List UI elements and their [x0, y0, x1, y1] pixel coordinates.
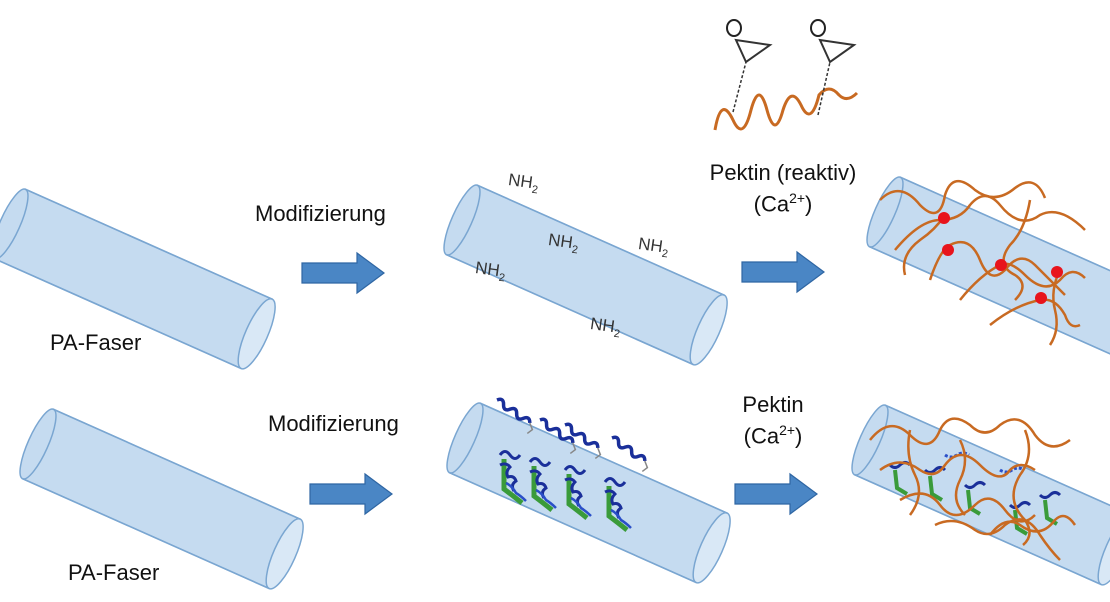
fiber-pectin-crosslinked-row1: [859, 172, 1110, 362]
amine-group-4: NH2: [474, 257, 506, 285]
fiber-plain-row2: [12, 404, 311, 594]
fiber-modified-peptide-row2: [439, 398, 738, 588]
arrow-row2-step1: [309, 473, 393, 515]
peptide-molecules-in-network: [888, 451, 1062, 536]
pectin-network-row2: [869, 417, 1077, 561]
pectin-reactive-label: Pektin (reaktiv) (Ca2+): [709, 160, 857, 217]
modification-label-row1: Modifizierung: [255, 201, 386, 226]
modification-label-row2: Modifizierung: [268, 411, 399, 436]
fiber-label-row2: PA-Faser: [68, 560, 160, 585]
pectin-label-row2: Pektin (Ca2+): [742, 392, 804, 449]
amine-group-3: NH2: [637, 233, 669, 261]
reactive-pectin-structure: [713, 19, 859, 131]
fiber-label-row1: PA-Faser: [50, 330, 142, 355]
amine-group-1: NH2: [507, 169, 539, 197]
arrow-row2-step2: [734, 473, 818, 515]
arrow-row1-step2: [741, 251, 825, 293]
amine-group-2: NH2: [547, 229, 579, 257]
amine-group-5: NH2: [589, 313, 621, 341]
arrow-row1-step1: [301, 252, 385, 294]
calcium-crosslinks: [938, 212, 1063, 304]
